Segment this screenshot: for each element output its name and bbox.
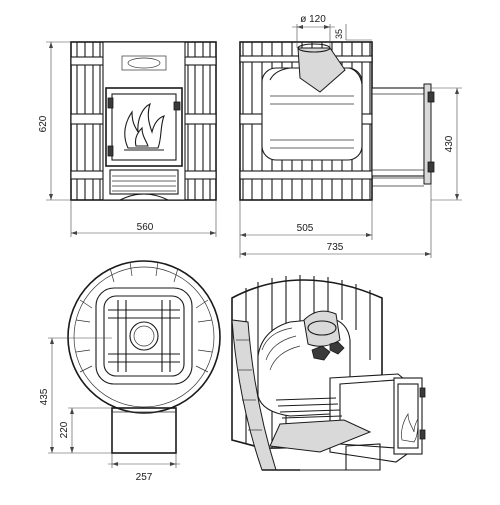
dim-height-620: 620 xyxy=(38,115,49,132)
dim-width-560: 560 xyxy=(137,222,154,233)
side-view xyxy=(239,41,435,201)
dim-435: 435 xyxy=(39,388,50,405)
dim-tunnel-height: 430 xyxy=(444,135,455,152)
front-dimensions: 620 560 xyxy=(38,41,217,237)
dim-220: 220 xyxy=(59,421,70,438)
front-view xyxy=(70,41,217,201)
dim-total-depth: 735 xyxy=(327,242,344,253)
top-dimensions: 435 220 257 xyxy=(39,337,180,483)
side-dimensions: ø 120 35 430 505 735 xyxy=(239,14,462,258)
dim-chimney-diameter: ø 120 xyxy=(300,14,326,25)
top-view xyxy=(67,260,221,454)
isometric-view xyxy=(231,275,426,471)
dim-257: 257 xyxy=(136,472,153,483)
dim-body-depth: 505 xyxy=(297,223,314,234)
dim-chimney-offset: 35 xyxy=(334,29,344,39)
